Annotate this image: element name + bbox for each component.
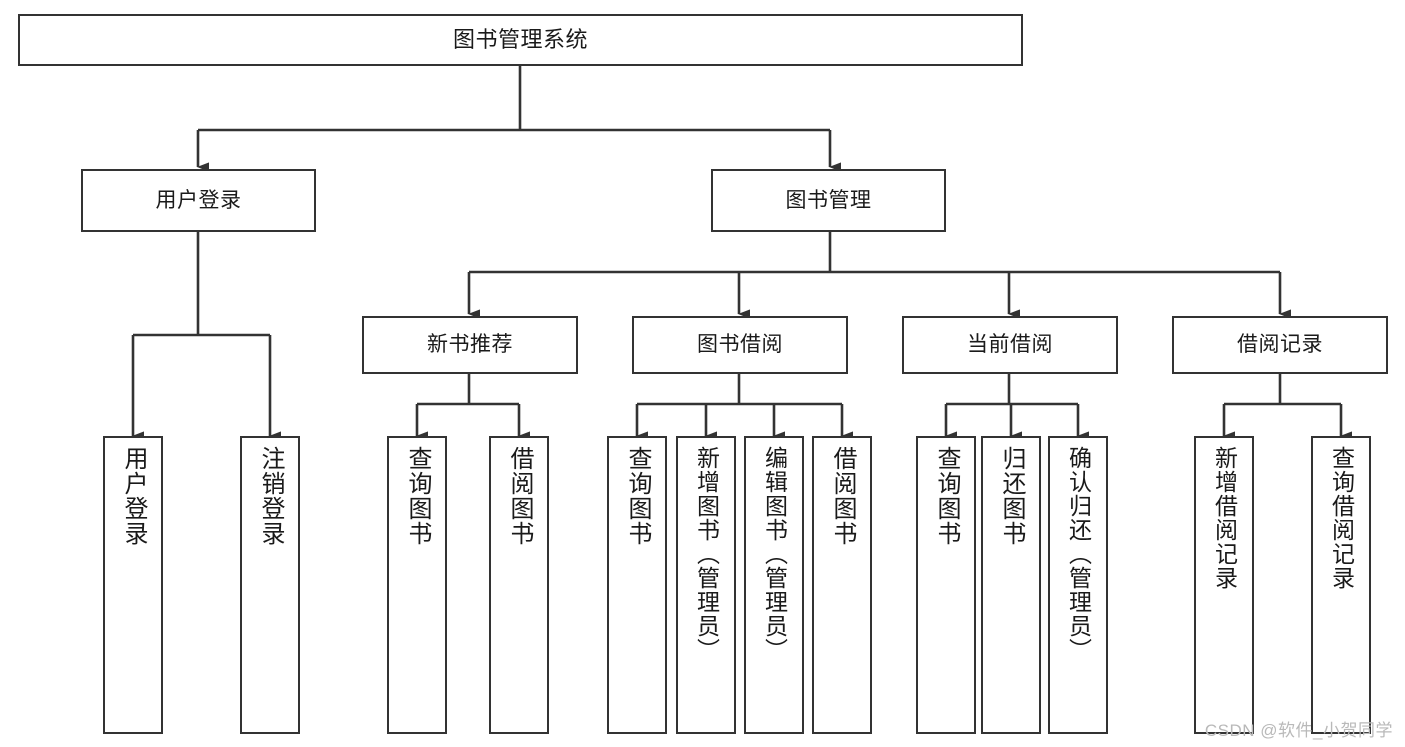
leaf-new-book-query[interactable]: 查询图书 xyxy=(387,436,447,734)
leaf-new-book-borrow[interactable]: 借阅图书 xyxy=(489,436,549,734)
leaf-new-book-borrow-label: 借阅图书 xyxy=(506,446,533,546)
node-new-book-recommend[interactable]: 新书推荐 xyxy=(362,316,578,374)
leaf-user-login-login-label: 用户登录 xyxy=(120,446,147,546)
node-book-management-label: 图书管理 xyxy=(785,188,872,212)
node-root[interactable]: 图书管理系统 xyxy=(18,14,1023,66)
leaf-borrow-borrow-book[interactable]: 借阅图书 xyxy=(812,436,872,734)
leaf-user-login-logout-label: 注销登录 xyxy=(257,446,284,546)
node-borrow-records-label: 借阅记录 xyxy=(1237,333,1323,357)
leaf-user-login-logout[interactable]: 注销登录 xyxy=(240,436,300,734)
leaf-current-query-book[interactable]: 查询图书 xyxy=(916,436,976,734)
leaf-borrow-add-book[interactable]: 新增图书（管理员） xyxy=(676,436,736,734)
leaf-user-login-login[interactable]: 用户登录 xyxy=(103,436,163,734)
leaf-current-return-book-label: 归还图书 xyxy=(998,446,1025,546)
leaf-borrow-edit-book-label: 编辑图书（管理员） xyxy=(761,446,788,662)
leaf-current-confirm-return-label: 确认归还（管理员） xyxy=(1065,446,1092,662)
node-root-label: 图书管理系统 xyxy=(452,26,588,52)
leaf-borrow-edit-book[interactable]: 编辑图书（管理员） xyxy=(744,436,804,734)
leaf-new-book-query-label: 查询图书 xyxy=(404,446,431,546)
leaf-current-confirm-return[interactable]: 确认归还（管理员） xyxy=(1048,436,1108,734)
leaf-current-return-book[interactable]: 归还图书 xyxy=(981,436,1041,734)
leaf-records-add-record-label: 新增借阅记录 xyxy=(1211,446,1238,590)
node-book-borrow[interactable]: 图书借阅 xyxy=(632,316,848,374)
leaf-borrow-query-book-label: 查询图书 xyxy=(624,446,651,546)
node-borrow-records[interactable]: 借阅记录 xyxy=(1172,316,1388,374)
leaf-borrow-add-book-label: 新增图书（管理员） xyxy=(693,446,720,662)
leaf-records-query-record[interactable]: 查询借阅记录 xyxy=(1311,436,1371,734)
leaf-borrow-borrow-book-label: 借阅图书 xyxy=(829,446,856,546)
node-current-borrow[interactable]: 当前借阅 xyxy=(902,316,1118,374)
leaf-records-add-record[interactable]: 新增借阅记录 xyxy=(1194,436,1254,734)
node-book-borrow-label: 图书借阅 xyxy=(697,333,783,357)
node-current-borrow-label: 当前借阅 xyxy=(967,333,1053,357)
node-book-management[interactable]: 图书管理 xyxy=(711,169,946,232)
leaf-borrow-query-book[interactable]: 查询图书 xyxy=(607,436,667,734)
node-user-login-label: 用户登录 xyxy=(155,188,242,212)
csdn-watermark: CSDN @软件_小贺同学 xyxy=(1204,721,1393,740)
node-new-book-recommend-label: 新书推荐 xyxy=(427,333,513,357)
node-user-login[interactable]: 用户登录 xyxy=(81,169,316,232)
leaf-records-query-record-label: 查询借阅记录 xyxy=(1328,446,1355,590)
leaf-current-query-book-label: 查询图书 xyxy=(933,446,960,546)
